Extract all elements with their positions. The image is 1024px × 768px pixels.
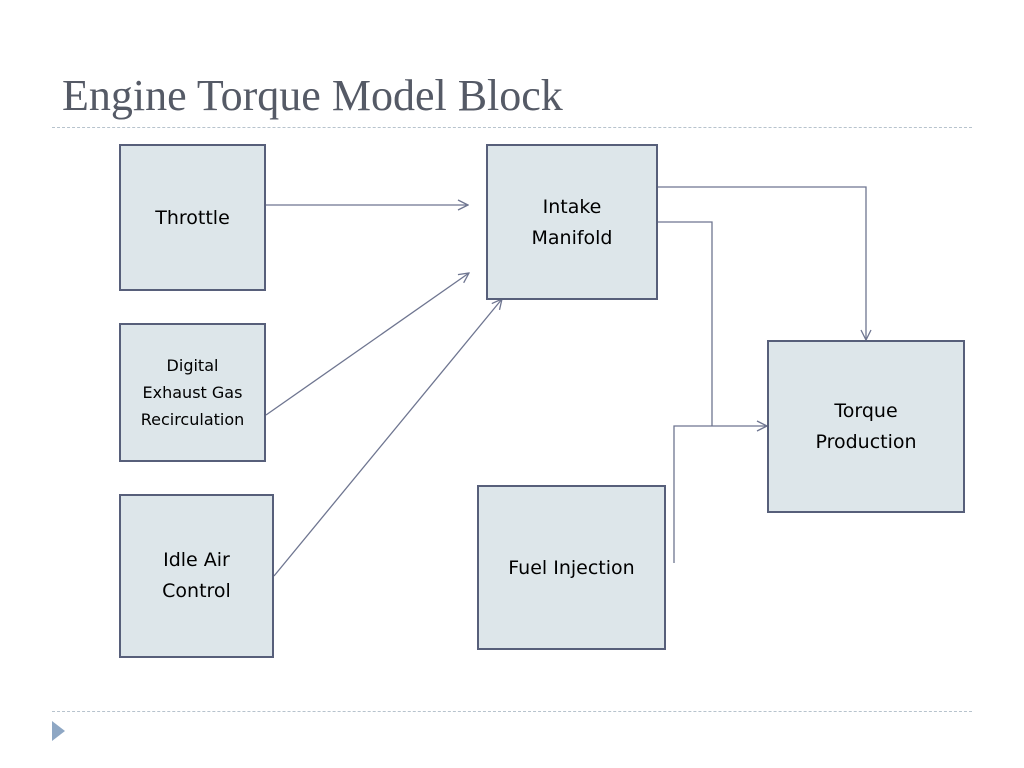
egr-block: Digital Exhaust Gas Recirculation [119,323,266,462]
throttle-label: Throttle [155,206,230,229]
intake-manifold-block: Intake Manifold [486,144,658,300]
idle-air-control-block: Idle Air Control [119,494,274,658]
footer-divider [52,711,972,712]
fuel-to-torque-arrow [673,426,767,563]
throttle-block: Throttle [119,144,266,291]
torque-production-block: Torque Production [767,340,965,513]
egr-to-intake-arrow [265,273,469,416]
intake-to-torque-branch-line [658,221,713,426]
iac-to-intake-arrow [273,299,502,577]
intake-to-torque-arrow [658,186,866,340]
fuel-injection-block: Fuel Injection [477,485,666,650]
fuel-injection-label: Fuel Injection [508,556,635,579]
idle-air-control-label: Idle Air Control [162,549,231,602]
intake-manifold-label: Intake Manifold [531,196,613,249]
egr-label: Digital Exhaust Gas Recirculation [140,356,245,429]
title-divider [52,127,972,128]
slide-nav-triangle-icon [52,721,65,741]
torque-production-label: Torque Production [815,399,917,453]
slide-title: Engine Torque Model Block [62,71,563,120]
